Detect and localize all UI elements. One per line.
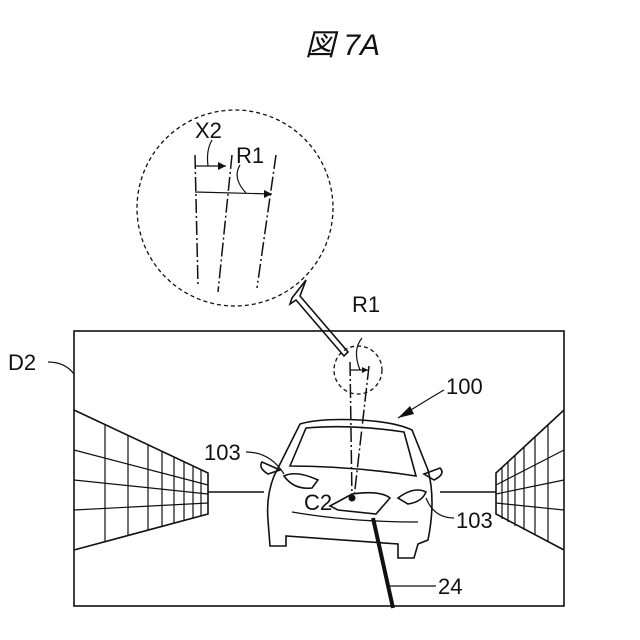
d2-label: D2 bbox=[8, 350, 36, 375]
r1-leader bbox=[237, 165, 246, 193]
vehicle-reference-line bbox=[354, 366, 369, 498]
left-guide-grid bbox=[74, 410, 264, 550]
lamp-left-label: 103 bbox=[204, 440, 241, 465]
x2-leader bbox=[208, 140, 213, 166]
magnified-circle bbox=[137, 110, 333, 306]
pole-24 bbox=[373, 518, 393, 608]
lamp-right-label: 103 bbox=[456, 508, 493, 533]
d2-leader bbox=[48, 362, 74, 374]
r1-dimension-arrow bbox=[195, 192, 272, 194]
c2-point bbox=[349, 495, 356, 502]
figure-title: 図 7A bbox=[305, 29, 380, 62]
vehicle-center-line bbox=[350, 362, 352, 500]
r1-small-leader bbox=[356, 338, 362, 370]
vehicle-label: 100 bbox=[446, 374, 483, 399]
pole-label: 24 bbox=[438, 574, 462, 599]
magnified-view: X2 R1 bbox=[137, 110, 333, 306]
lamp-right-leader bbox=[426, 498, 454, 518]
reference-line-2 bbox=[218, 155, 232, 292]
x2-label: X2 bbox=[195, 118, 222, 143]
reference-line-1 bbox=[195, 155, 198, 286]
r1-label-magnified: R1 bbox=[236, 143, 264, 168]
c2-label: C2 bbox=[304, 490, 332, 515]
r1-label-small: R1 bbox=[352, 292, 380, 317]
magnify-arrow bbox=[290, 280, 348, 356]
reference-line-3 bbox=[257, 155, 276, 288]
